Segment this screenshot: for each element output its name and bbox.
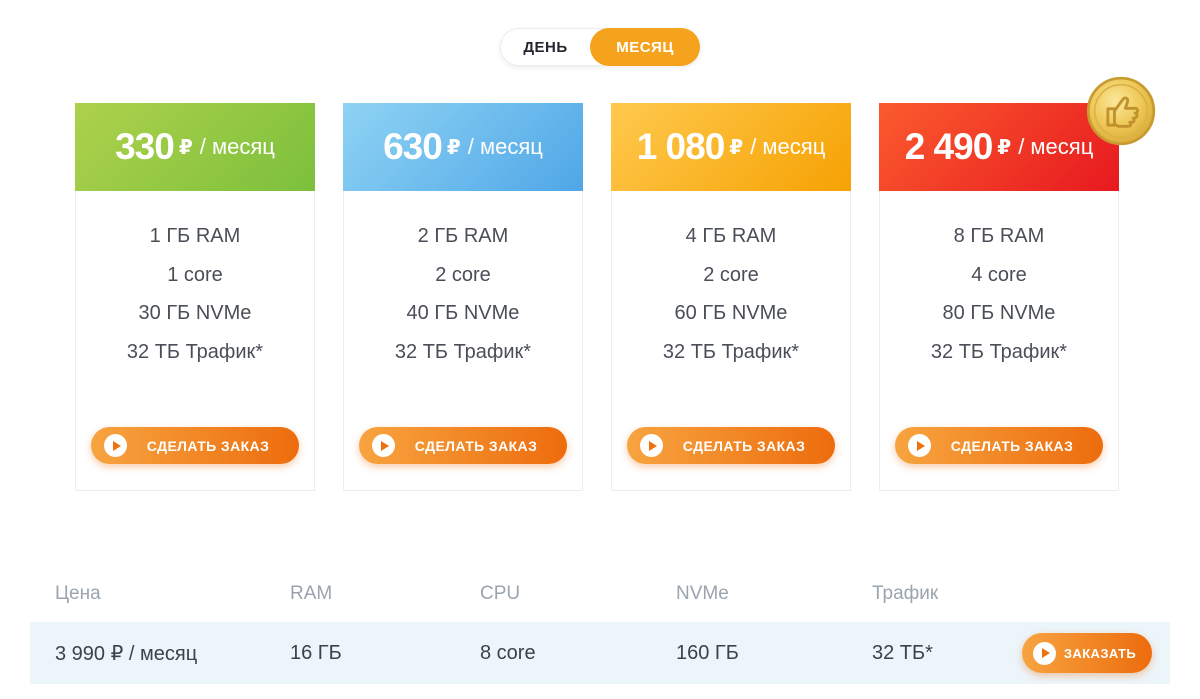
row-cpu: 8 core xyxy=(480,641,536,664)
table-row: 3 990 ₽ / месяц 16 ГБ 8 core 160 ГБ 32 Т… xyxy=(30,622,1170,684)
ruble-sign: ₽ xyxy=(178,136,193,159)
toggle-option-month[interactable]: МЕСЯЦ xyxy=(590,28,700,66)
custom-plan-table: Цена RAM CPU NVMe Трафик 3 990 ₽ / месяц… xyxy=(30,566,1170,684)
price-value: 2 490 xyxy=(904,126,994,167)
plan-features: 4 ГБ RAM 2 core 60 ГБ NVMe 32 ТБ Трафик*… xyxy=(612,191,850,490)
row-order-button-label: ЗАКАЗАТЬ xyxy=(1063,645,1137,661)
play-icon xyxy=(908,434,931,457)
col-header-price: Цена xyxy=(55,583,101,604)
feature-traffic: 32 ТБ Трафик* xyxy=(126,340,264,363)
order-button-label: СДЕЛАТЬ ЗАКАЗ xyxy=(682,437,806,454)
feature-ram: 4 ГБ RAM xyxy=(685,225,777,247)
order-button-label: СДЕЛАТЬ ЗАКАЗ xyxy=(950,437,1074,454)
col-header-nvme: NVMe xyxy=(676,583,729,604)
price-period: / месяц xyxy=(1018,134,1094,159)
order-button-label: СДЕЛАТЬ ЗАКАЗ xyxy=(414,437,538,454)
table-header-row: Цена RAM CPU NVMe Трафик xyxy=(30,566,1170,622)
plan-price-header: 630 ₽ / месяц xyxy=(343,103,583,191)
plan-card-2490: 2 490 ₽ / месяц 8 ГБ RAM 4 core 80 ГБ NV… xyxy=(879,76,1156,491)
row-price: 3 990 ₽ / месяц xyxy=(55,642,198,665)
toggle-option-day[interactable]: ДЕНЬ xyxy=(523,38,568,56)
feature-traffic: 32 ТБ Трафик* xyxy=(394,340,532,363)
price-period: / месяц xyxy=(750,134,826,159)
feature-nvme: 60 ГБ NVMe xyxy=(674,302,788,324)
row-traffic: 32 ТБ* xyxy=(872,641,933,664)
price-value: 1 080 xyxy=(636,126,726,167)
feature-ram: 8 ГБ RAM xyxy=(953,225,1045,247)
feature-traffic: 32 ТБ Трафик* xyxy=(662,340,800,363)
col-header-cpu: CPU xyxy=(480,583,521,604)
feature-ram: 2 ГБ RAM xyxy=(417,225,509,247)
plan-price-header: 1 080 ₽ / месяц xyxy=(611,103,851,191)
play-icon xyxy=(372,434,395,457)
plan-features: 8 ГБ RAM 4 core 80 ГБ NVMe 32 ТБ Трафик*… xyxy=(880,191,1118,490)
feature-cpu: 4 core xyxy=(971,263,1027,286)
plan-card-630: 630 ₽ / месяц 2 ГБ RAM 2 core 40 ГБ NVMe… xyxy=(343,103,583,491)
feature-cpu: 2 core xyxy=(435,263,491,286)
price-value: 630 xyxy=(383,126,443,167)
plan-features: 1 ГБ RAM 1 core 30 ГБ NVMe 32 ТБ Трафик*… xyxy=(76,191,314,490)
col-header-ram: RAM xyxy=(290,583,333,604)
order-button[interactable]: СДЕЛАТЬ ЗАКАЗ xyxy=(359,427,567,464)
plan-cards: 330 ₽ / месяц 1 ГБ RAM 1 core 30 ГБ NVMe… xyxy=(75,76,1156,491)
plan-card-330: 330 ₽ / месяц 1 ГБ RAM 1 core 30 ГБ NVMe… xyxy=(75,103,315,491)
order-button[interactable]: СДЕЛАТЬ ЗАКАЗ xyxy=(91,427,299,464)
ruble-sign: ₽ xyxy=(446,136,461,159)
plan-features: 2 ГБ RAM 2 core 40 ГБ NVMe 32 ТБ Трафик*… xyxy=(344,191,582,490)
period-toggle: ДЕНЬ МЕСЯЦ xyxy=(500,28,700,66)
feature-ram: 1 ГБ RAM xyxy=(149,225,241,247)
plan-price-header: 330 ₽ / месяц xyxy=(75,103,315,191)
play-icon xyxy=(104,434,127,457)
plan-price-header: 2 490 ₽ / месяц xyxy=(879,103,1119,191)
feature-cpu: 1 core xyxy=(167,263,223,286)
ruble-sign: ₽ xyxy=(729,136,744,159)
feature-nvme: 80 ГБ NVMe xyxy=(942,302,1056,324)
price-value: 330 xyxy=(115,126,175,167)
col-header-traffic: Трафик xyxy=(872,583,939,604)
play-icon xyxy=(640,434,663,457)
ruble-sign: ₽ xyxy=(997,136,1012,159)
feature-nvme: 30 ГБ NVMe xyxy=(138,302,252,324)
plan-card-1080: 1 080 ₽ / месяц 4 ГБ RAM 2 core 60 ГБ NV… xyxy=(611,103,851,491)
row-ram: 16 ГБ xyxy=(290,641,342,664)
thumbs-up-coin-badge xyxy=(1086,76,1156,146)
row-order-button[interactable]: ЗАКАЗАТЬ xyxy=(1022,633,1152,673)
feature-nvme: 40 ГБ NVMe xyxy=(406,302,520,324)
price-period: / месяц xyxy=(467,134,543,159)
row-nvme: 160 ГБ xyxy=(676,641,739,664)
order-button[interactable]: СДЕЛАТЬ ЗАКАЗ xyxy=(895,427,1103,464)
order-button[interactable]: СДЕЛАТЬ ЗАКАЗ xyxy=(627,427,835,464)
order-button-label: СДЕЛАТЬ ЗАКАЗ xyxy=(146,437,270,454)
play-icon xyxy=(1033,641,1056,665)
feature-cpu: 2 core xyxy=(703,263,759,286)
feature-traffic: 32 ТБ Трафик* xyxy=(930,340,1068,363)
price-period: / месяц xyxy=(199,134,275,159)
